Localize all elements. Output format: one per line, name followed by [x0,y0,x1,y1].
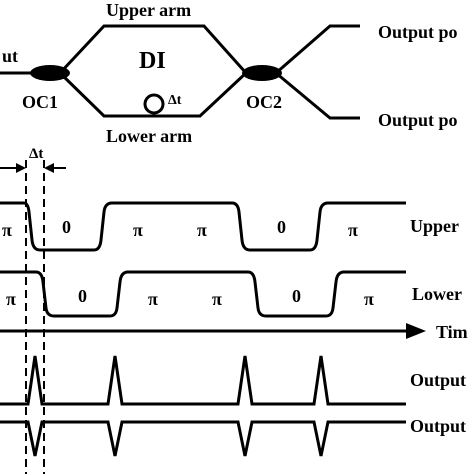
delay-label-timing: Δt [29,146,43,162]
lower-phase-1: π [6,289,16,309]
output-2-label: Output [410,416,466,436]
delay-label-top: Δt [168,93,182,108]
time-axis-arrowhead [406,323,426,339]
lower-phase-6: π [364,289,374,309]
lower-arm-waveguide [58,71,248,118]
output-port-lower-label: Output po [378,110,458,130]
upper-phase-6: π [348,220,358,240]
upper-phase-4: π [197,220,207,240]
timing-diagram: Δt π 0 π π 0 π Upper π 0 π π 0 π Lower T… [0,146,468,474]
coupler-oc1 [30,65,70,81]
delay-marker: Δt [0,146,66,474]
interferometer-label: DI [139,48,166,74]
delay-loop [143,93,165,115]
upper-phase-5: 0 [277,217,286,237]
coupler-1-label: OC1 [22,92,58,112]
output-1-trace [0,355,406,406]
coupler-2-label: OC2 [246,92,282,112]
interferometer-schematic: ut Upper arm DI Δt OC1 OC2 Lower arm Out… [0,0,458,146]
output-lower-waveguide [275,71,360,120]
output-2-trace [0,420,406,457]
upper-arm-waveguide [58,24,248,75]
time-axis-label: Tim [436,322,468,342]
lower-phase-5: 0 [292,286,301,306]
upper-arm-label: Upper arm [106,0,191,20]
lower-phase-3: π [148,289,158,309]
lower-trace-label: Lower [412,284,462,304]
upper-phase-trace [0,201,406,252]
lower-arm-label: Lower arm [106,126,192,146]
delay-arrow-right-head [44,163,54,173]
lower-phase-trace [0,270,406,318]
upper-trace-label: Upper [410,216,459,236]
lower-phase-4: π [212,289,222,309]
output-upper-waveguide [275,24,360,75]
upper-phase-1: π [2,220,12,240]
upper-phase-3: π [133,220,143,240]
lower-phase-2: 0 [78,286,87,306]
output-port-upper-label: Output po [378,22,458,42]
delay-arrow-left-head [16,163,26,173]
coupler-oc2 [242,65,282,81]
upper-phase-2: 0 [62,217,71,237]
output-1-label: Output [410,370,466,390]
input-label: ut [2,46,18,66]
